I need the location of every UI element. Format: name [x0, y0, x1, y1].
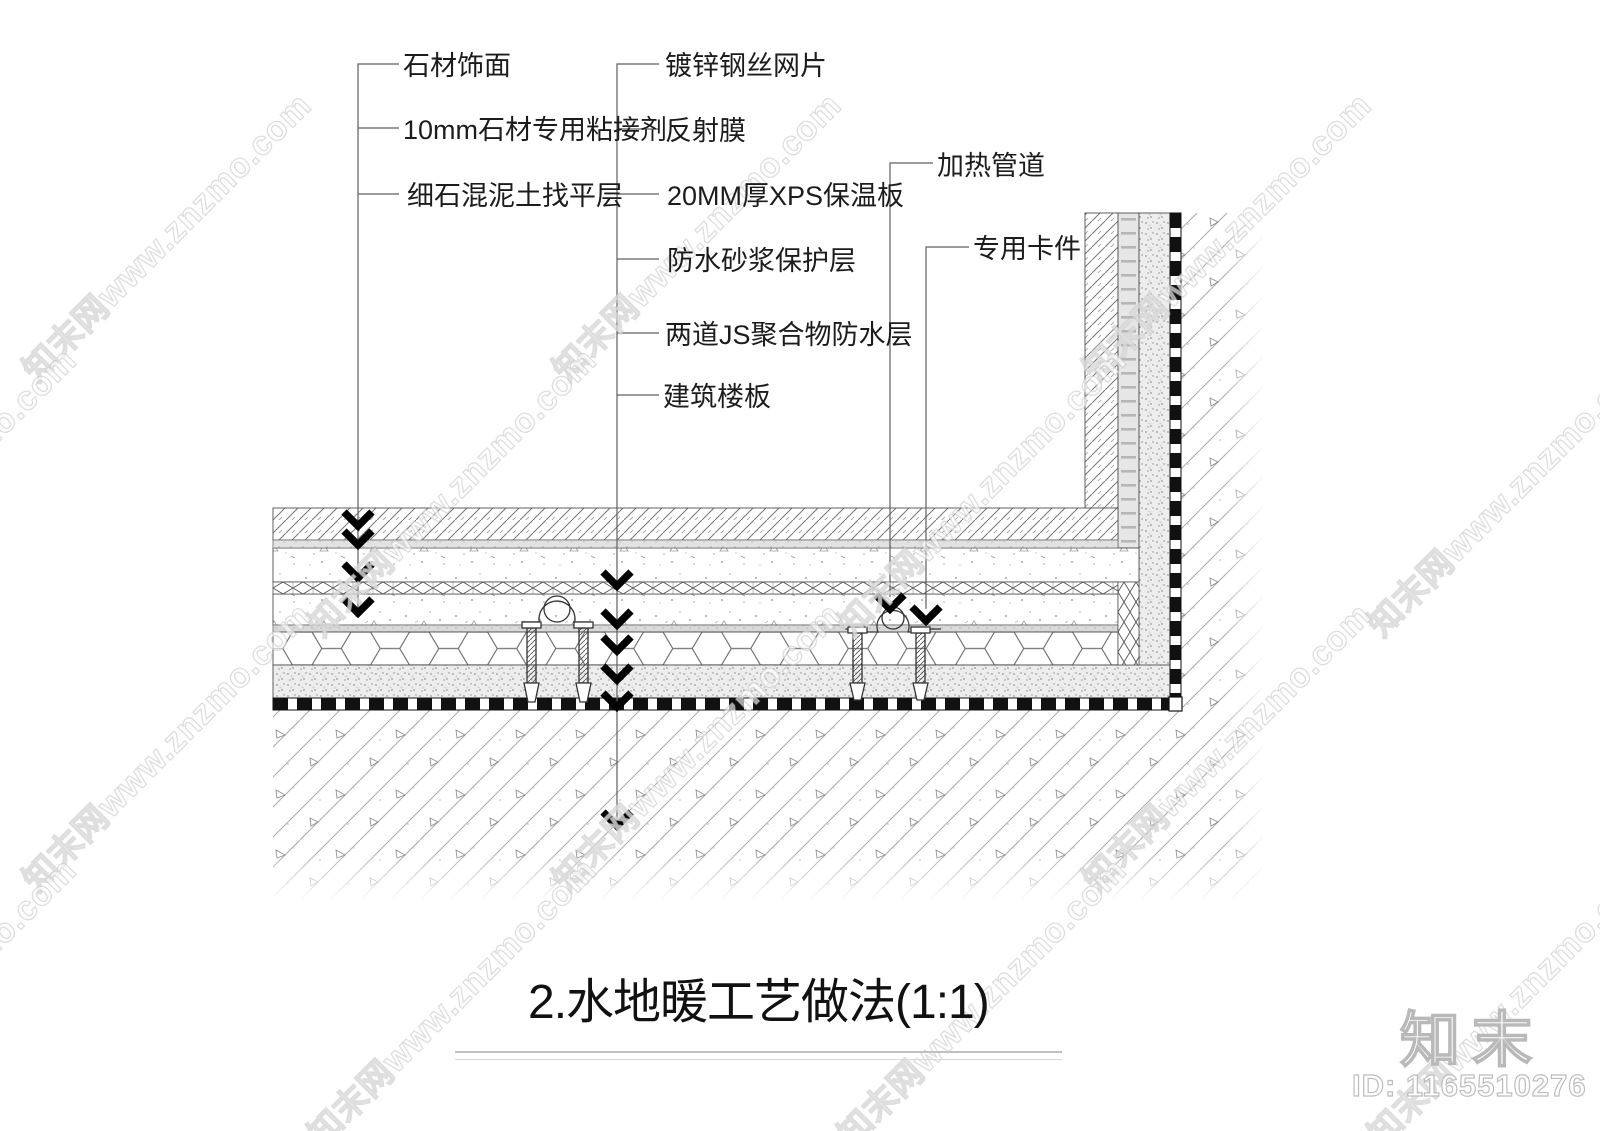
- stone-finish-band: [272, 507, 1119, 541]
- heating-pipe-1: [521, 595, 594, 703]
- layer-label-mortar-protection: 防水砂浆保护层: [667, 246, 856, 276]
- layer-label-heating-pipe: 加热管道: [937, 151, 1045, 181]
- layer-label-pipe-clip: 专用卡件: [973, 234, 1081, 264]
- wire-mesh-band: [272, 581, 1119, 595]
- title-underline-1: [455, 1051, 1062, 1053]
- title-underline-2: [455, 1059, 1062, 1060]
- layer-label-xps-board: 20MM厚XPS保温板: [667, 181, 905, 211]
- layer-label-js-waterproof: 两道JS聚合物防水层: [665, 320, 913, 350]
- xps-board-band: [272, 631, 1119, 666]
- reflective-film-band: [272, 624, 1119, 633]
- drawing-title: 2.水地暖工艺做法(1:1): [528, 976, 990, 1029]
- layer-label-leveling: 细石混泥土找平层: [407, 181, 623, 211]
- layer-label-wire-mesh: 镀锌钢丝网片: [665, 51, 827, 81]
- leader-lines: [357, 63, 969, 825]
- leveling-layer-upper: [272, 547, 1140, 583]
- leveling-layer-lower: [272, 593, 1119, 626]
- layer-label-floor-slab: 建筑楼板: [663, 382, 771, 412]
- layer-arrows: [341, 509, 943, 832]
- waterproof-membrane: [272, 212, 1183, 712]
- layer-label-stone-finish: 石材饰面: [403, 51, 511, 81]
- site-logo: 知末: [1399, 1006, 1544, 1075]
- mortar-protection-band: [272, 664, 1171, 699]
- layer-label-stone-adhesive: 10mm石材专用粘接剂: [403, 115, 668, 145]
- heating-pipe-2: [845, 606, 941, 701]
- concrete-slab-hatch: [273, 213, 1266, 903]
- wire-mesh-corner: [1117, 581, 1140, 666]
- drawing-id: ID: 1165510276: [1351, 1067, 1587, 1103]
- adhesive-band: [272, 539, 1119, 549]
- layer-label-reflective-film: 反射膜: [665, 116, 746, 146]
- floor-layers: [272, 507, 1171, 699]
